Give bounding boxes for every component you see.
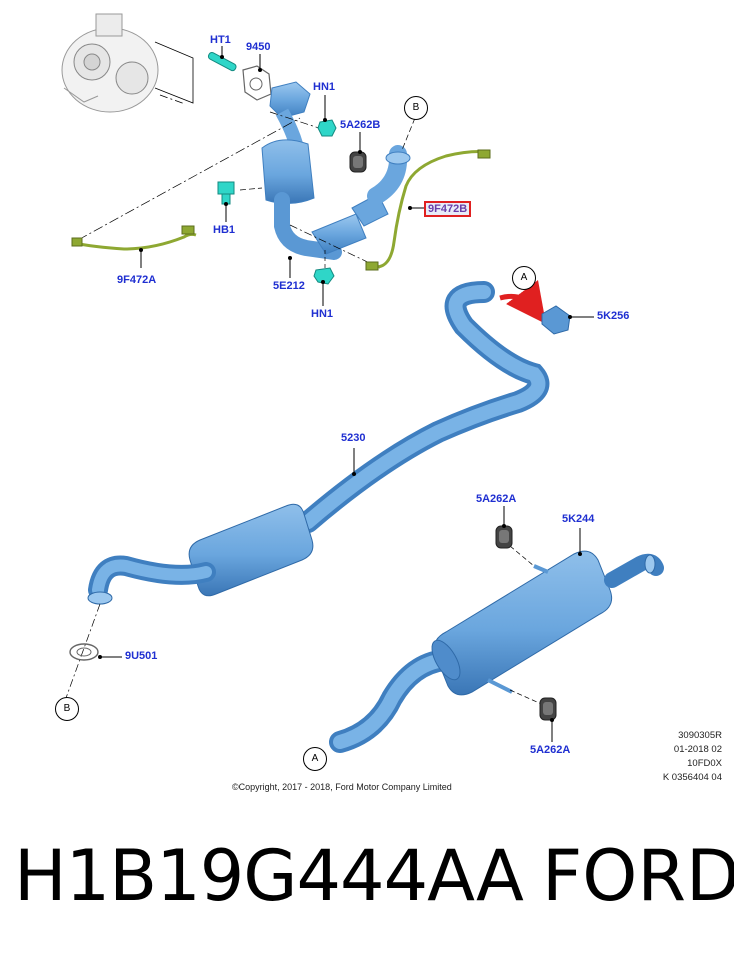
pipe-5230 — [87, 281, 550, 605]
clamp-5k256 — [541, 305, 571, 335]
turbocharger — [61, 13, 159, 113]
ref-circle-b-top: B — [404, 96, 428, 120]
nut-hn1-bottom — [313, 267, 335, 285]
callout-9f472b[interactable]: 9F472B — [424, 201, 472, 217]
callout-5k244[interactable]: 5K244 — [562, 513, 595, 525]
callout-9f472a[interactable]: 9F472A — [117, 274, 157, 286]
nut-hn1-top — [317, 119, 337, 137]
callout-hn1-top[interactable]: HN1 — [313, 81, 336, 93]
code-line: 10FD0X — [687, 758, 722, 769]
mount-5a262b — [349, 151, 367, 173]
drawing-codes: 3090305R 01-2018 02 10FD0X K 0356404 04 — [632, 729, 722, 785]
footer-caption: H1B19G444AA FORD — [0, 835, 734, 935]
callout-5a262a-top[interactable]: 5A262A — [476, 493, 517, 505]
callout-5k256[interactable]: 5K256 — [597, 310, 630, 322]
ref-circle-b-bottom: B — [55, 697, 79, 721]
code-line: K 0356404 04 — [662, 772, 722, 783]
callout-5e212[interactable]: 5E212 — [273, 280, 305, 292]
part-number: H1B19G444AA — [14, 835, 524, 917]
callout-9450[interactable]: 9450 — [246, 41, 271, 53]
callout-5a262a-bottom[interactable]: 5A262A — [530, 744, 571, 756]
code-line: 3090305R — [678, 730, 722, 741]
callout-9u501[interactable]: 9U501 — [125, 650, 158, 662]
ref-circle-a-bottom: A — [303, 747, 327, 771]
bolt-hb1 — [217, 181, 235, 205]
callout-ht1[interactable]: HT1 — [210, 34, 231, 46]
callout-hn1-bottom[interactable]: HN1 — [311, 308, 334, 320]
copyright-text: ©Copyright, 2017 - 2018, Ford Motor Comp… — [232, 782, 452, 792]
exhaust-diagram: HT1 9450 HN1 5A262B HB1 9F472B 9F472A 5E… — [55, 13, 722, 792]
sensor-9f472b — [365, 149, 491, 271]
gasket-9u501 — [69, 643, 99, 661]
gasket-9450 — [242, 65, 272, 101]
brand-name: FORD — [542, 835, 734, 917]
catalytic-converter — [261, 81, 411, 260]
callout-5230[interactable]: 5230 — [341, 432, 366, 444]
ref-circle-a-top: A — [512, 266, 536, 290]
stud-ht1 — [207, 51, 237, 72]
mount-5a262a-bottom — [539, 697, 557, 721]
muffler-5k244 — [329, 550, 664, 753]
sensor-9f472a — [71, 225, 197, 251]
code-line: 01-2018 02 — [673, 744, 722, 755]
direction-arrow — [499, 279, 547, 324]
callout-hb1[interactable]: HB1 — [213, 224, 236, 236]
diagram-drawing — [61, 13, 664, 753]
callout-5a262b[interactable]: 5A262B — [340, 119, 381, 131]
mount-5a262a-top — [495, 525, 513, 549]
